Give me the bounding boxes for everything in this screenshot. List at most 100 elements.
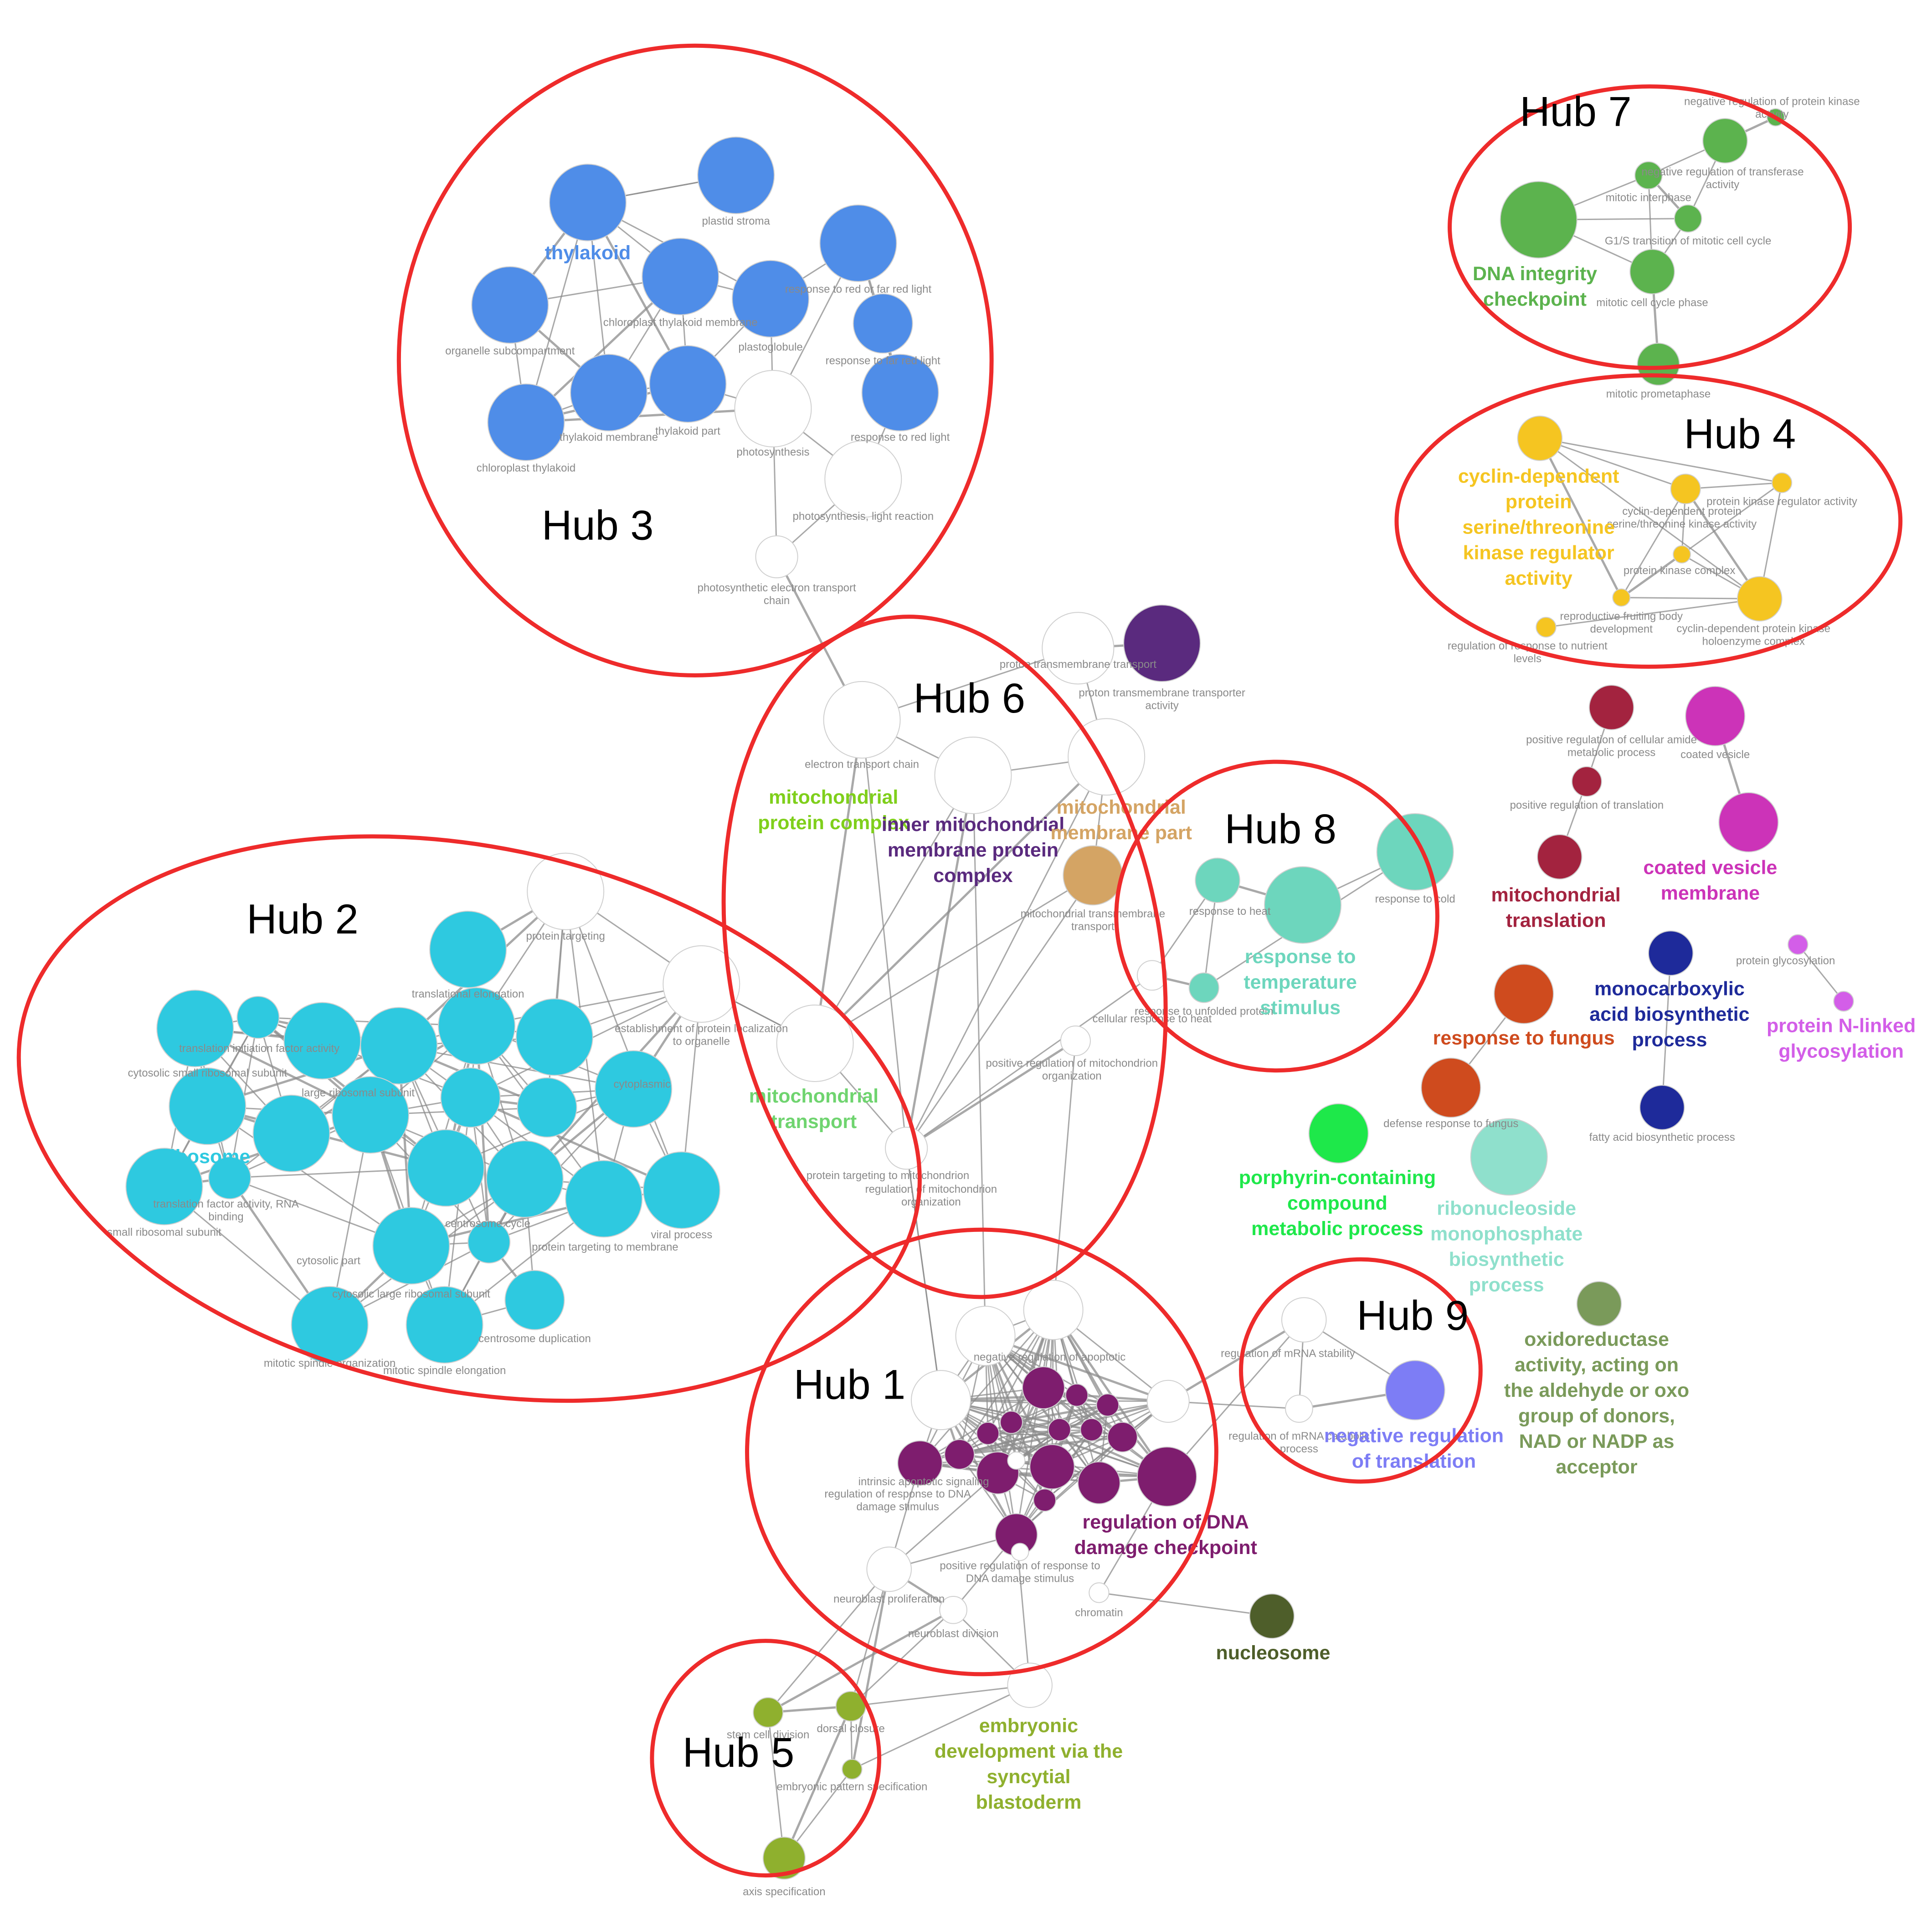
node-h1p1[interactable] <box>1022 1366 1065 1410</box>
node-porph[interactable] <box>1308 1103 1369 1164</box>
node-c5[interactable] <box>595 1050 673 1128</box>
node-far-red[interactable] <box>853 293 913 354</box>
node-h1p4[interactable] <box>1107 1421 1138 1452</box>
node-h1c[interactable] <box>910 1370 971 1431</box>
node-prot-target-mito[interactable] <box>885 1127 928 1170</box>
node-prot-target[interactable] <box>527 852 605 930</box>
node-mito-transm[interactable] <box>1063 845 1123 906</box>
node-c3[interactable] <box>438 987 516 1065</box>
node-h1p12[interactable] <box>1029 1444 1075 1490</box>
node-plastoglobule[interactable] <box>732 260 810 338</box>
node-small-sub[interactable] <box>208 1156 252 1200</box>
node-cdk-ser2[interactable] <box>1673 545 1691 564</box>
node-plastid-stroma[interactable] <box>697 136 775 214</box>
node-mito-complex[interactable] <box>934 736 1012 814</box>
node-h1p9[interactable] <box>897 1440 943 1486</box>
node-pk-reg[interactable] <box>1771 472 1793 493</box>
node-temp[interactable] <box>1264 866 1342 944</box>
node-thylakoid[interactable] <box>549 164 627 241</box>
node-h1wc[interactable] <box>1007 1451 1026 1470</box>
node-chl-thy-mem[interactable] <box>642 238 719 316</box>
node-viral[interactable] <box>642 1151 720 1229</box>
node-proton-act[interactable] <box>1123 604 1201 682</box>
node-coated-ves[interactable] <box>1685 686 1746 746</box>
node-h1big[interactable] <box>1136 1446 1197 1507</box>
node-est-prot[interactable] <box>663 945 740 1023</box>
node-h1p10[interactable] <box>944 1439 975 1470</box>
node-axis[interactable] <box>762 1836 806 1880</box>
node-pos-dna[interactable] <box>1011 1543 1029 1561</box>
node-photosynthesis[interactable] <box>734 370 812 448</box>
node-mito-transport[interactable] <box>776 1004 854 1082</box>
node-mit-inter[interactable] <box>1634 161 1663 190</box>
node-c11[interactable] <box>486 1140 564 1218</box>
node-chl-thy[interactable] <box>487 383 565 461</box>
node-emb-pattern[interactable] <box>842 1759 863 1780</box>
node-h1p2[interactable] <box>1065 1383 1089 1407</box>
node-mit-phase[interactable] <box>1629 249 1675 294</box>
node-c10[interactable] <box>407 1129 485 1207</box>
node-chromatin[interactable] <box>1089 1582 1110 1603</box>
node-holo[interactable] <box>1737 576 1783 622</box>
node-amide[interactable] <box>1588 685 1634 730</box>
node-c7[interactable] <box>331 1076 410 1154</box>
node-neuro-prolif[interactable] <box>866 1546 912 1592</box>
node-proton-tr[interactable] <box>1042 612 1115 685</box>
node-prometa[interactable] <box>1637 343 1680 386</box>
node-syncytial[interactable] <box>1007 1662 1053 1708</box>
node-mrna-cat[interactable] <box>1285 1395 1313 1423</box>
node-ribonuc[interactable] <box>1470 1118 1548 1196</box>
node-c12[interactable] <box>565 1160 643 1238</box>
node-h1p15[interactable] <box>1033 1488 1057 1512</box>
node-thy-mem[interactable] <box>570 354 648 431</box>
node-etc[interactable] <box>823 681 901 759</box>
node-h1p5[interactable] <box>1048 1418 1071 1441</box>
node-h1a[interactable] <box>1023 1280 1084 1340</box>
node-pk-complex[interactable] <box>1612 588 1631 607</box>
node-coated-memb[interactable] <box>1718 792 1779 852</box>
node-cdk-ser[interactable] <box>1670 473 1701 504</box>
node-spindle-elong[interactable] <box>406 1286 483 1364</box>
node-oxido[interactable] <box>1576 1281 1622 1327</box>
node-c4[interactable] <box>515 998 593 1076</box>
node-h1p8[interactable] <box>1080 1418 1104 1441</box>
node-pos-trans[interactable] <box>1571 766 1602 797</box>
node-stem[interactable] <box>753 1697 784 1728</box>
node-glyco[interactable] <box>1788 934 1809 955</box>
node-photo-light[interactable] <box>824 440 902 518</box>
node-red-light[interactable] <box>861 354 939 431</box>
node-c8[interactable] <box>440 1067 501 1128</box>
node-h1b[interactable] <box>955 1306 1016 1366</box>
node-mrna-stab[interactable] <box>1281 1297 1327 1343</box>
node-fatty[interactable] <box>1639 1085 1685 1130</box>
node-tif2[interactable] <box>236 995 280 1039</box>
node-cyt-small[interactable] <box>169 1067 247 1145</box>
node-trans-elong[interactable] <box>429 910 507 988</box>
node-neg-trans-reg[interactable] <box>1385 1360 1445 1421</box>
node-c6[interactable] <box>252 1094 330 1172</box>
node-mito-trans[interactable] <box>1536 834 1583 880</box>
node-heat[interactable] <box>1195 857 1240 903</box>
node-red-far-red[interactable] <box>819 204 897 282</box>
node-c9[interactable] <box>517 1077 577 1138</box>
node-cell-heat[interactable] <box>1136 960 1167 991</box>
node-h1p6[interactable] <box>976 1421 1000 1445</box>
node-g1s[interactable] <box>1674 204 1702 233</box>
node-centro-cycle[interactable] <box>468 1221 511 1264</box>
node-pet-chain[interactable] <box>755 535 798 579</box>
node-cyt-part[interactable] <box>372 1207 450 1285</box>
node-mito-memb[interactable] <box>1068 718 1146 796</box>
node-centro-dup[interactable] <box>504 1270 565 1330</box>
node-neuro-div[interactable] <box>939 1596 967 1624</box>
node-fungus[interactable] <box>1494 964 1554 1024</box>
node-def-fungus[interactable] <box>1421 1057 1481 1118</box>
node-fruiting[interactable] <box>1536 617 1557 638</box>
node-dna-int[interactable] <box>1500 181 1577 259</box>
node-ribosome[interactable] <box>125 1148 203 1226</box>
node-c1[interactable] <box>283 1002 361 1080</box>
node-h1w[interactable] <box>1146 1380 1190 1423</box>
node-h1p3[interactable] <box>1096 1393 1120 1417</box>
node-cold[interactable] <box>1376 813 1454 891</box>
node-org-sub[interactable] <box>471 266 549 344</box>
node-h1p13[interactable] <box>1077 1461 1120 1504</box>
